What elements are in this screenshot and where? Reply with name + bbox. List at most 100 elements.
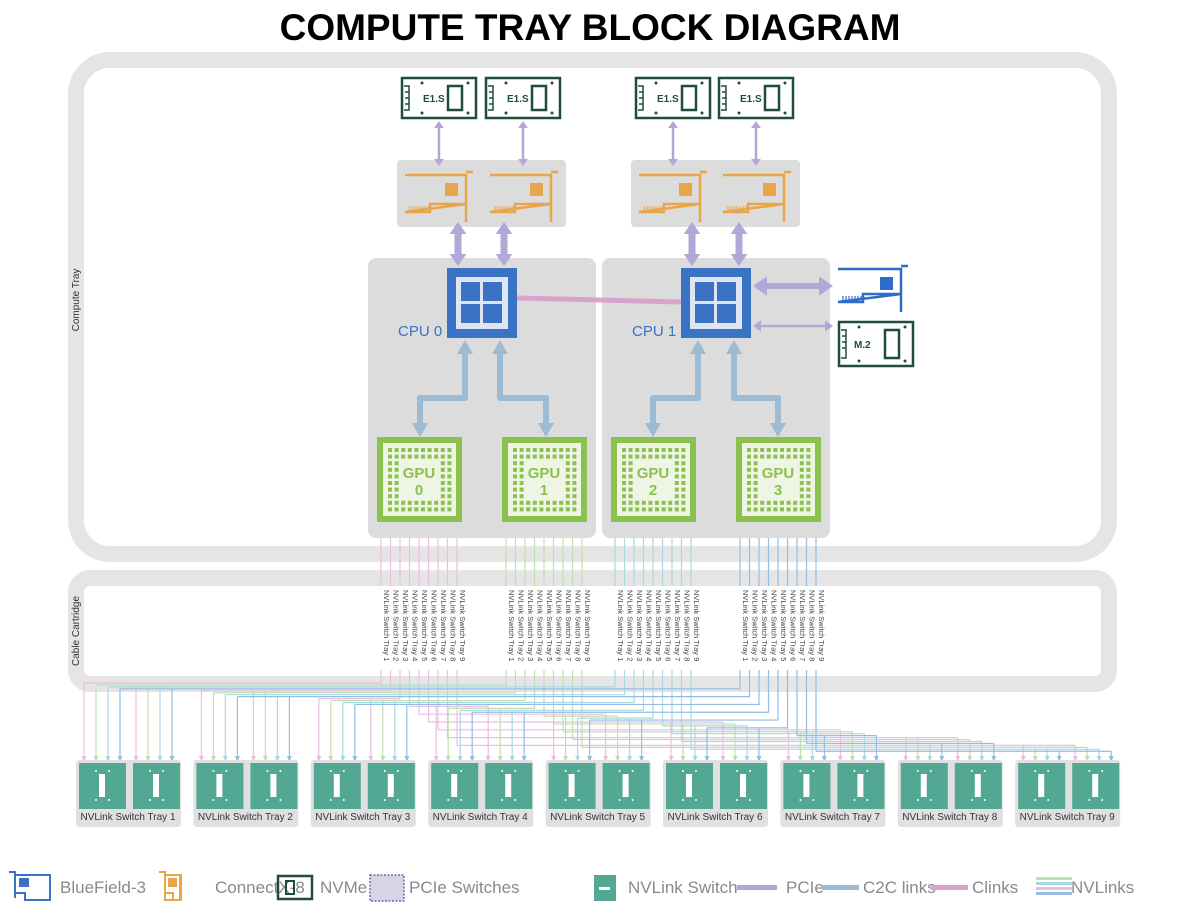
gpu1-pad — [526, 500, 531, 505]
legend-clinks: Clinks — [972, 878, 1018, 897]
nvlink-arrowhead — [1032, 756, 1038, 762]
gpu2-pad — [648, 507, 653, 512]
nvlink-switch-dot — [212, 770, 215, 772]
nvme-e1s-1-screw — [504, 81, 508, 85]
cpu0-core — [483, 304, 502, 323]
cpu0-core — [461, 282, 480, 301]
legend-nvlinks: NVLinks — [1071, 878, 1134, 897]
pcie-link-bluefield-head — [753, 276, 767, 296]
gpu2-pad — [628, 448, 633, 452]
gpu2-pad — [628, 507, 633, 512]
nvlink-gpu1-tray1 — [95, 524, 507, 758]
nvme-e1s-0-connector — [404, 85, 410, 111]
pcie-switch-0 — [397, 160, 566, 227]
nvlink-switch-dot — [501, 799, 504, 801]
cpu0-label: CPU 0 — [398, 323, 442, 340]
gpu2-pad — [635, 507, 640, 512]
connectx8-3 — [722, 170, 791, 222]
gpu0-pad — [394, 467, 399, 472]
nvlink-arrowhead — [340, 756, 346, 762]
cpu1-core — [695, 282, 714, 301]
nvme-e1s-2-screw — [700, 111, 704, 115]
gpu2-pad — [635, 500, 640, 505]
nvme-e1s-3-screw — [737, 81, 741, 85]
nvlink-switch-dot — [812, 799, 815, 801]
gpu3-pad — [780, 500, 784, 505]
gpu2-pad — [648, 454, 653, 459]
pcie-legend-swatch — [737, 885, 777, 890]
gpu2-pad — [674, 461, 679, 466]
nvlink-switch-tray-9: NVLink Switch Tray 9 — [1015, 760, 1121, 827]
nvme-e1s-3-chip — [763, 84, 781, 112]
cable-label-gpu1-tray3: NVLink Switch Tray 3 — [526, 590, 535, 661]
c2c-cpu1-gpu2-head — [690, 340, 706, 354]
gpu3-pad — [760, 500, 765, 505]
legend-nvlink-switch: NVLink Switch — [628, 878, 738, 897]
pcie-link-cpu-3-head — [730, 254, 748, 266]
pcie-link-nvme-1-head — [518, 159, 528, 166]
gpu1-pad — [572, 454, 577, 459]
gpu2-pad — [622, 467, 626, 472]
gpu2-pad — [661, 507, 666, 512]
gpu2-pad — [628, 461, 633, 466]
gpu1-pad — [565, 481, 570, 485]
gpu0-pad — [388, 494, 392, 499]
gpu1-pad — [532, 507, 537, 512]
gpu2-pad — [674, 474, 679, 479]
gpu0-pad — [440, 500, 445, 505]
nvlink-arrowhead — [821, 756, 827, 762]
gpu3-pad — [753, 448, 758, 452]
nvlink-switch-2 — [720, 763, 767, 809]
nvlink-switch-dot — [736, 799, 738, 801]
gpu2-pad — [681, 461, 686, 466]
nvlink-switch-dot — [1047, 799, 1050, 801]
gpu3-index: 3 — [774, 482, 782, 499]
gpu3-pad — [766, 500, 771, 505]
nvlink-arrowhead — [145, 756, 151, 762]
gpu2-pad — [655, 448, 659, 452]
nvme-e1s-2-chip — [680, 84, 698, 112]
nvme-e1s-2-body — [634, 76, 712, 120]
gpu3-pad — [753, 494, 758, 499]
nvlink-switch-dot — [983, 799, 986, 801]
nvlink-switch-dot — [460, 770, 463, 772]
gpu1-pad — [559, 507, 564, 512]
tray-label: NVLink Switch Tray 2 — [198, 812, 293, 823]
nvlink-arrowhead — [744, 756, 750, 762]
nvlink-arrowhead — [1020, 756, 1026, 762]
nvlink-switch-dot — [383, 770, 386, 772]
nvlink-arrowhead — [551, 756, 557, 762]
gpu1-pad — [532, 448, 537, 452]
nvlink-arrowhead — [169, 756, 175, 762]
gpu0-pad — [440, 481, 445, 485]
nvlink-arrowhead — [1108, 756, 1114, 762]
cable-label-area — [372, 586, 832, 670]
nvlink-switch-dot — [695, 799, 697, 801]
cpu1 — [681, 268, 751, 338]
nvlink-switch-dot — [1034, 799, 1037, 801]
gpu0-pad — [401, 454, 406, 459]
gpu2-pad — [668, 448, 673, 452]
cable-label-gpu1-tray5: NVLink Switch Tray 5 — [545, 590, 554, 661]
nvlink-gpu2-tray1 — [107, 524, 616, 758]
m2-label: M.2 — [854, 340, 871, 351]
nvlink-gpu1-tray4 — [447, 524, 536, 758]
gpu0-pad — [414, 500, 419, 505]
m2-card-screw — [903, 325, 907, 329]
pcie-link-m2-head — [753, 320, 761, 332]
nvlink-switch-slot — [568, 774, 575, 797]
gpu0-pad — [447, 454, 452, 459]
nvme-e1s-1-body — [484, 76, 562, 120]
cable-label-gpu1-tray1: NVLink Switch Tray 1 — [507, 590, 516, 661]
nvlink-arrowhead — [250, 756, 256, 762]
nvlink-switch-dot — [929, 770, 932, 772]
gpu2-pad — [628, 494, 633, 499]
nvlink-switch-dot — [329, 770, 332, 772]
gpu1-pad — [513, 507, 517, 512]
cable-label-gpu3-tray1: NVLink Switch Tray 1 — [741, 590, 750, 661]
gpu1-pad — [565, 454, 570, 459]
nvlink-arrowhead — [668, 756, 674, 762]
gpu2-pad — [674, 467, 679, 472]
nvlink-switch-dot — [460, 799, 463, 801]
c2c-cpu1-gpu3-head — [726, 340, 742, 354]
